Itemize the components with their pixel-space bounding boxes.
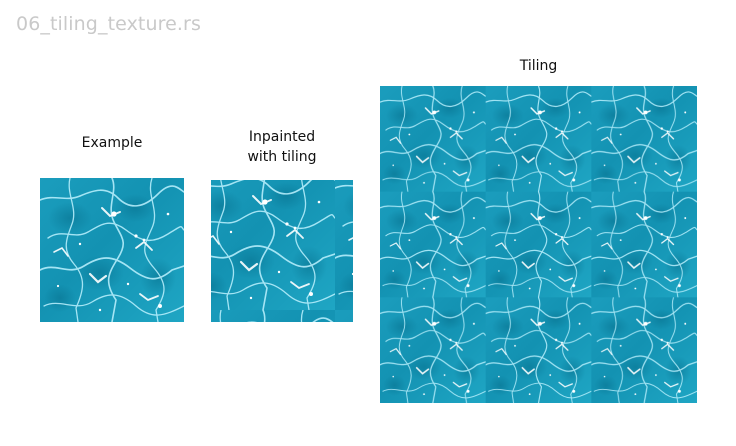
inpainted-label: Inpainted with tiling (211, 127, 353, 167)
example-label: Example (81, 135, 143, 151)
inpainted-label-line1: Inpainted (248, 129, 316, 145)
inpainted-texture-image (211, 180, 353, 322)
tiled-texture-image (380, 86, 697, 403)
example-texture-image (40, 178, 184, 322)
tiling-label: Tiling (519, 58, 558, 74)
file-title: 06_tiling_texture.rs (16, 13, 201, 35)
inpainted-label-line2: with tiling (247, 149, 317, 165)
